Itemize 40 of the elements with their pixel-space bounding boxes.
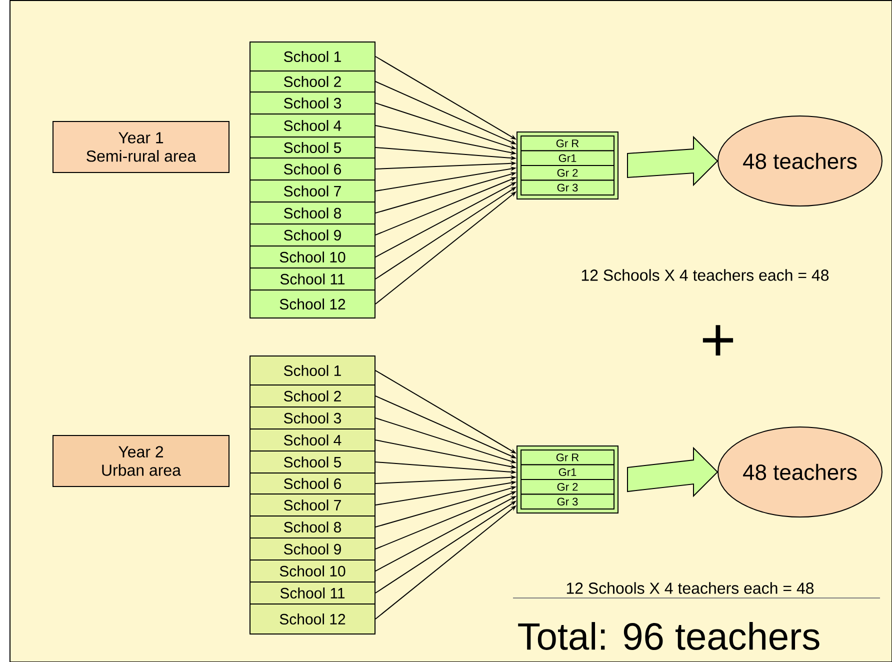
school-box: School 12 (250, 604, 376, 634)
grade-box: Gr1 (520, 150, 614, 166)
school-box: School 2 (250, 70, 376, 92)
area-box: Year 1 Semi-rural area (52, 121, 230, 173)
school-box: School 5 (250, 136, 376, 158)
grade-box: Gr 3 (520, 494, 614, 510)
total-text: Total: 96 teachers (518, 622, 820, 650)
area-box: Year 2 Urban area (52, 435, 230, 487)
school-box: School 11 (250, 268, 376, 290)
school-box: School 7 (250, 180, 376, 202)
school-box: School 1 (250, 356, 376, 386)
school-box: School 10 (250, 246, 376, 268)
school-box: School 10 (250, 560, 376, 582)
school-box: School 7 (250, 494, 376, 516)
grade-box: Gr 2 (520, 479, 614, 495)
school-box: School 9 (250, 538, 376, 560)
school-box: School 2 (250, 384, 376, 408)
school-box: School 3 (250, 406, 376, 430)
school-box: School 9 (250, 224, 376, 246)
block-arrow (627, 136, 718, 186)
grade-box: Gr R (520, 136, 614, 152)
school-box: School 11 (250, 582, 376, 604)
plus-sign: + (702, 325, 734, 356)
grade-box: Gr 3 (520, 180, 614, 196)
school-box: School 6 (250, 472, 376, 494)
grade-box: Gr1 (520, 464, 614, 480)
school-box: School 8 (250, 516, 376, 538)
school-box: School 12 (250, 290, 376, 318)
formula-text: 12 Schools X 4 teachers each = 48 (566, 582, 814, 594)
school-box: School 1 (250, 42, 376, 72)
formula-text: 12 Schools X 4 teachers each = 48 (582, 269, 829, 281)
school-box: School 8 (250, 202, 376, 224)
school-box: School 3 (250, 92, 376, 114)
grade-box: Gr R (520, 450, 614, 466)
block-arrow (627, 446, 718, 498)
school-box: School 4 (250, 114, 376, 138)
school-box: School 5 (250, 450, 376, 474)
grade-box: Gr 2 (520, 165, 614, 181)
school-box: School 4 (250, 428, 376, 452)
school-box: School 6 (250, 158, 376, 180)
